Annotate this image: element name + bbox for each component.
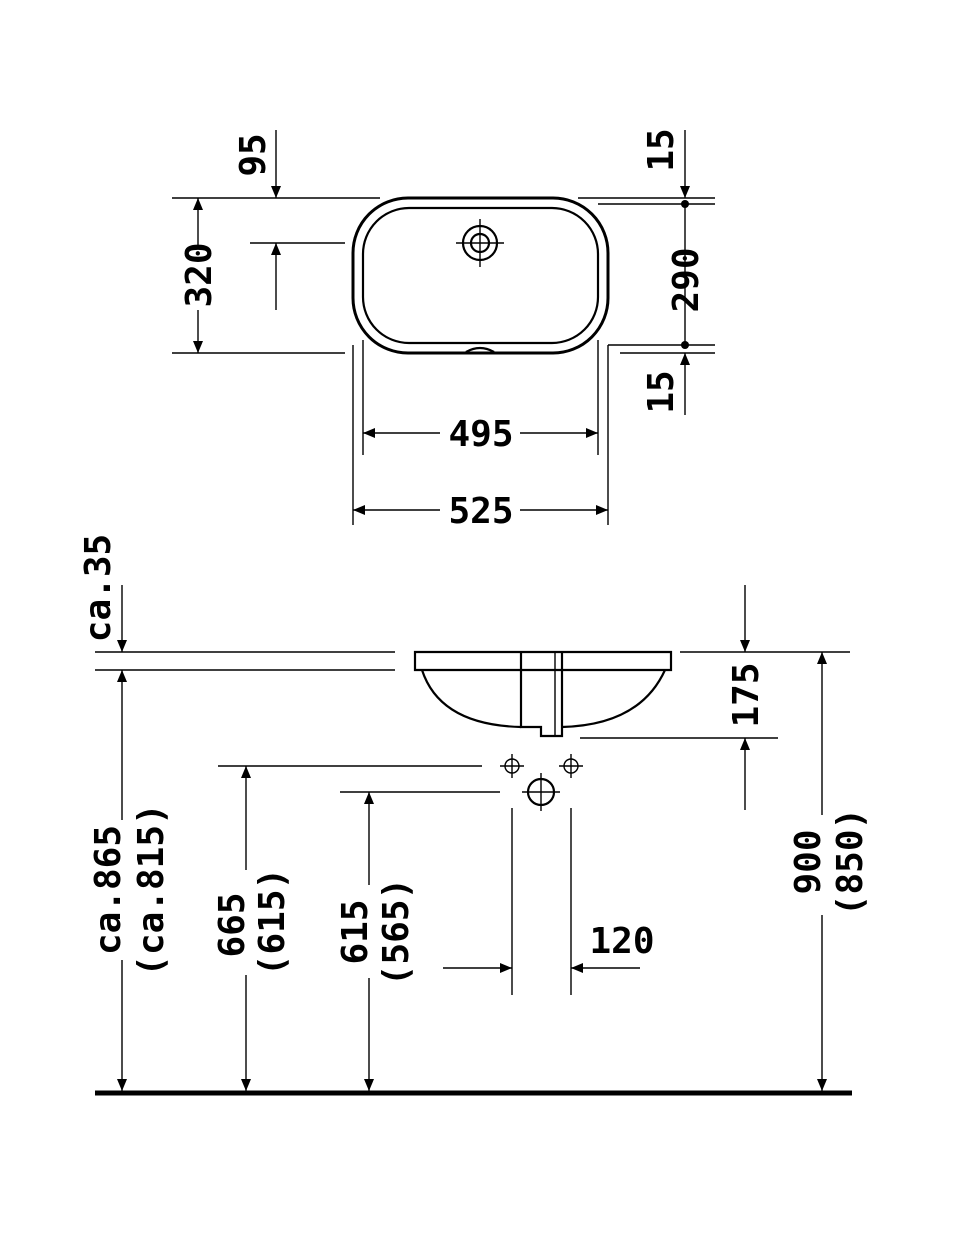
overflow-icon — [465, 346, 495, 353]
connection-right-icon — [559, 754, 583, 778]
dim-95-label: 95 — [233, 133, 274, 176]
basin-outer-outline — [351, 196, 610, 355]
dim-525-label: 525 — [448, 491, 513, 532]
drain-icon — [456, 219, 504, 267]
dim-565-label: (565) — [376, 878, 417, 986]
side-view: ca.35 175 ca.865 (ca.815) 665 (615) 615 … — [78, 534, 871, 1096]
waste-outlet-icon — [522, 773, 560, 811]
dim-665-label: 665 — [212, 892, 253, 957]
dim-175-label: 175 — [726, 662, 767, 727]
dim-320-label: 320 — [179, 242, 220, 307]
connection-left-icon — [500, 754, 524, 778]
basin-bowl — [420, 669, 667, 729]
drain-pipe — [519, 652, 564, 738]
dim-850-label: (850) — [830, 808, 871, 916]
dim-point-bottom — [681, 341, 689, 349]
dim-615-paren-label: (615) — [252, 868, 293, 976]
dim-290-label: 290 — [666, 247, 707, 312]
basin-rim — [413, 650, 673, 672]
basin-inner-outline — [361, 206, 600, 345]
dim-495-label: 495 — [448, 414, 513, 455]
dim-615-label: 615 — [335, 899, 376, 964]
dim-15-top-label: 15 — [641, 128, 682, 171]
dim-ca815-label: (ca.815) — [131, 803, 172, 976]
dim-15-bottom-label: 15 — [641, 370, 682, 413]
dim-ca35-label: ca.35 — [78, 534, 119, 642]
dim-900-label: 900 — [788, 829, 829, 894]
top-view: 95 320 15 290 15 495 525 — [172, 128, 715, 532]
dim-ca865-label: ca.865 — [88, 825, 129, 955]
dim-120-label: 120 — [589, 921, 654, 962]
